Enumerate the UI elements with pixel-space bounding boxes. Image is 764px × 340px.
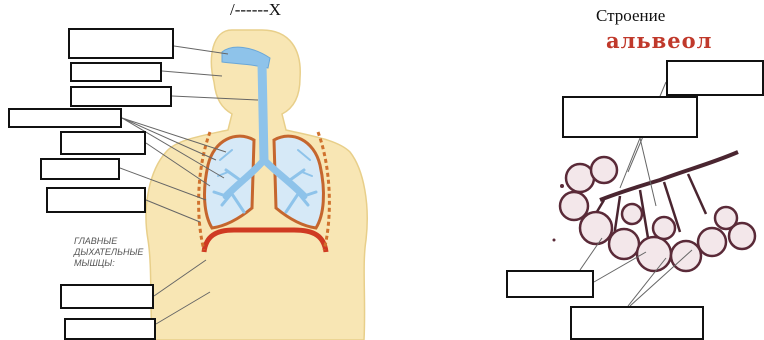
label-box-alveoli-1[interactable] [666,60,764,96]
label-box-muscles-2[interactable] [64,318,156,340]
label-box-alveoli-4[interactable] [570,306,704,340]
label-box-pleura[interactable] [46,187,146,213]
label-box-larynx[interactable] [70,86,172,107]
label-box-nasal-cavity[interactable] [68,28,174,59]
header-right-title: Строение [596,6,665,26]
label-box-muscles-1[interactable] [60,284,154,309]
header-left-text: /------X [230,0,281,20]
muscles-label-line-2: ДЫХАТЕЛЬНЫЕ [74,247,143,258]
alveoli-cluster [553,152,756,271]
label-box-nasopharynx[interactable] [70,62,162,82]
label-box-lungs[interactable] [40,158,120,180]
main-respiratory-muscles-label: ГЛАВНЫЕ ДЫХАТЕЛЬНЫЕ МЫШЦЫ: [74,236,143,269]
human-body-figure [146,30,367,340]
muscles-label-line-1: ГЛАВНЫЕ [74,236,143,247]
label-box-trachea[interactable] [8,108,122,128]
muscles-label-line-3: МЫШЦЫ: [74,258,143,269]
label-box-alveoli-2[interactable] [562,96,698,138]
label-box-alveoli-3[interactable] [506,270,594,298]
header-right-subtitle: альвеол [606,28,712,53]
label-box-bronchi[interactable] [60,131,146,155]
